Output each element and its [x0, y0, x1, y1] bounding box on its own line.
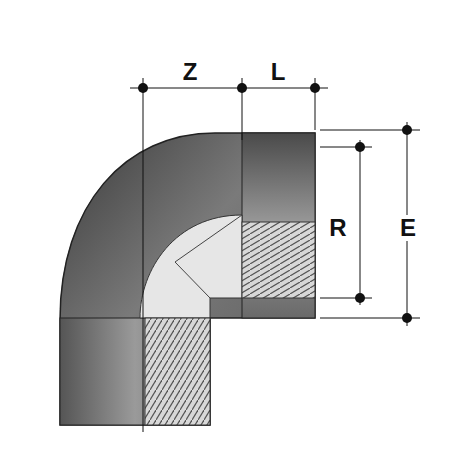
dimension-lines — [130, 78, 420, 432]
elbow-body — [60, 133, 315, 425]
dimension-dots — [138, 83, 412, 323]
thread-bottom — [145, 318, 210, 425]
right-socket — [242, 133, 315, 318]
bore-edge — [175, 215, 242, 298]
dimension-label: E — [397, 215, 419, 241]
dimension-label: R — [326, 215, 349, 241]
thread-right — [242, 222, 315, 298]
dimension-label: Z — [180, 59, 201, 85]
bottom-socket — [60, 318, 210, 425]
dimension-label: L — [268, 59, 289, 85]
bore — [140, 215, 242, 318]
